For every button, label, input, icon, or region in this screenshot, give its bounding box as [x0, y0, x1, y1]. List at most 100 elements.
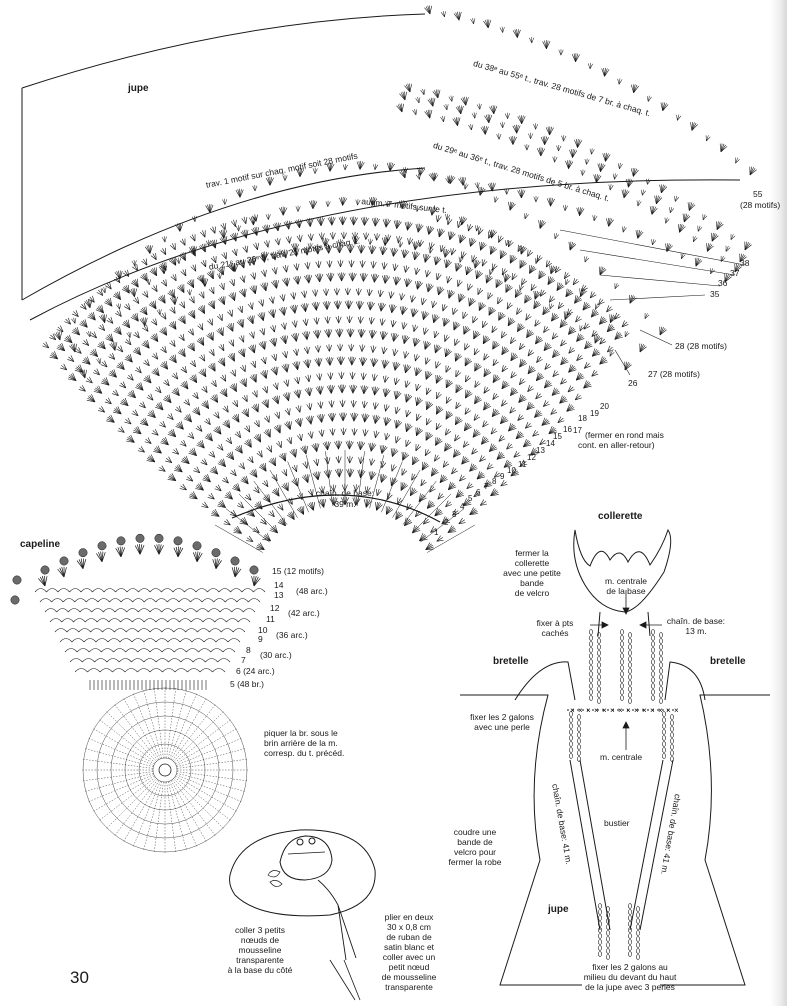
- label-c12: 12: [270, 603, 280, 613]
- fan-stitch-icon: [131, 425, 144, 438]
- stitch-symbol-icon: [659, 668, 663, 674]
- fan-stitch-icon: [381, 416, 392, 427]
- fan-stitch-icon: [423, 269, 432, 279]
- stitch-symbol-icon: ×: [594, 706, 599, 715]
- fan-stitch-icon: [465, 282, 474, 292]
- fan-stitch-icon: [295, 205, 301, 212]
- fan-stitch-icon: [498, 330, 508, 340]
- stitch-symbol-icon: [651, 689, 655, 695]
- fan-stitch-icon: [345, 440, 354, 450]
- label-coller-2: nœuds de: [240, 935, 280, 945]
- stitch-symbol-icon: [659, 638, 663, 644]
- fan-stitch-icon: [346, 328, 355, 338]
- stitch-symbol-icon: [620, 653, 624, 659]
- fan-stitch-icon: [392, 510, 404, 522]
- fan-stitch-icon: [123, 417, 134, 427]
- fan-stitch-icon: [112, 290, 124, 303]
- stitch-symbol-icon: [577, 732, 581, 738]
- fan-stitch-icon: [139, 316, 149, 327]
- fan-stitch-icon: [177, 314, 189, 326]
- fan-stitch-icon: [475, 300, 487, 313]
- fan-stitch-icon: [433, 360, 442, 370]
- fan-stitch-icon: [129, 311, 142, 324]
- label-plier-7: de mousseline: [381, 972, 437, 982]
- fan-stitch-icon: [703, 241, 715, 254]
- fan-stitch-icon: [414, 222, 424, 234]
- fan-stitch-icon: [263, 414, 272, 424]
- fan-stitch-icon: [479, 334, 491, 346]
- skirt-upper-rows: [53, 4, 758, 380]
- fan-stitch-icon: [431, 343, 443, 355]
- bead-icon: [78, 548, 88, 558]
- fan-stitch-icon: [596, 315, 609, 328]
- fan-stitch-icon: [242, 244, 250, 254]
- stitch-symbol-icon: [620, 683, 624, 689]
- label-coudre-2: bande de: [457, 837, 493, 847]
- fan-stitch-icon: [624, 177, 635, 189]
- fan-stitch-icon: [596, 297, 606, 307]
- fan-stitch-icon: [293, 388, 304, 400]
- fan-stitch-icon: [101, 286, 108, 294]
- fan-stitch-icon: [558, 376, 568, 387]
- fan-stitch-icon: [269, 324, 278, 334]
- fan-stitch-icon: [327, 371, 334, 380]
- stitch-symbol-icon: [659, 662, 663, 668]
- fan-stitch-icon: [479, 319, 489, 330]
- label-collerette: collerette: [598, 511, 643, 522]
- fan-stitch-icon: [187, 490, 200, 503]
- fan-stitch-icon: [523, 421, 533, 431]
- fan-stitch-icon: [196, 335, 208, 348]
- fan-stitch-icon: [378, 460, 387, 470]
- fan-stitch-icon: [246, 314, 257, 326]
- fan-stitch-icon: [294, 218, 304, 229]
- fan-stitch-icon: [562, 287, 575, 300]
- fan-stitch-icon: [304, 261, 312, 270]
- fan-stitch-icon: [516, 377, 527, 387]
- bead-icon: [59, 556, 69, 566]
- fan-stitch-icon: [121, 283, 133, 296]
- label-chain-base-skirt: chaîn. de base:: [315, 488, 375, 498]
- fan-stitch-icon: [313, 457, 321, 467]
- fan-stitch-icon: [502, 282, 514, 295]
- fan-stitch-icon: [461, 342, 471, 352]
- fan-stitch-icon: [312, 329, 322, 340]
- fan-stitch-icon: [471, 412, 481, 423]
- fan-stitch-icon: [316, 372, 323, 382]
- stitch-symbol-icon: ×: [658, 706, 663, 715]
- fan-stitch-icon: [429, 299, 438, 309]
- fan-stitch-icon: [270, 365, 281, 377]
- fan-stitch-icon: [580, 379, 593, 392]
- bead-icon: [154, 533, 164, 543]
- fan-stitch-icon: [452, 261, 463, 273]
- label-c30arc: (30 arc.): [260, 650, 292, 660]
- fan-stitch-icon: [188, 373, 201, 386]
- fan-stitch-icon: [303, 273, 313, 284]
- fan-stitch-icon: [485, 305, 497, 318]
- fan-stitch-icon: [221, 475, 231, 486]
- fan-stitch-icon: [410, 336, 421, 348]
- fan-stitch-icon: [410, 250, 421, 262]
- fan-stitch-icon: [481, 352, 490, 362]
- fan-stitch-icon: [143, 436, 154, 447]
- stitch-symbol-icon: [598, 933, 602, 939]
- fan-stitch-icon: [198, 353, 208, 363]
- fan-stitch-icon: [597, 336, 608, 347]
- fan-stitch-icon: [504, 112, 511, 120]
- fan-stitch-icon: [367, 329, 377, 340]
- fan-stitch-icon: [124, 434, 137, 446]
- fan-stitch-icon: [713, 219, 725, 232]
- fan-stitch-icon: [378, 245, 388, 256]
- fan-stitch-icon: [389, 332, 400, 343]
- fan-stitch-icon: [179, 268, 189, 278]
- fan-stitch-icon: [531, 408, 544, 421]
- fan-stitch-icon: [159, 359, 171, 372]
- fan-stitch-icon: [313, 316, 321, 325]
- stitch-symbol-icon: [628, 945, 632, 951]
- fan-stitch-icon: [126, 331, 133, 339]
- fan-stitch-icon: [220, 221, 229, 232]
- fan-stitch-icon: [421, 516, 431, 527]
- row-number: 2: [444, 518, 449, 527]
- fan-stitch-icon: [451, 415, 464, 428]
- fan-stitch-icon: [455, 292, 466, 304]
- label-capeline: capeline: [20, 539, 61, 550]
